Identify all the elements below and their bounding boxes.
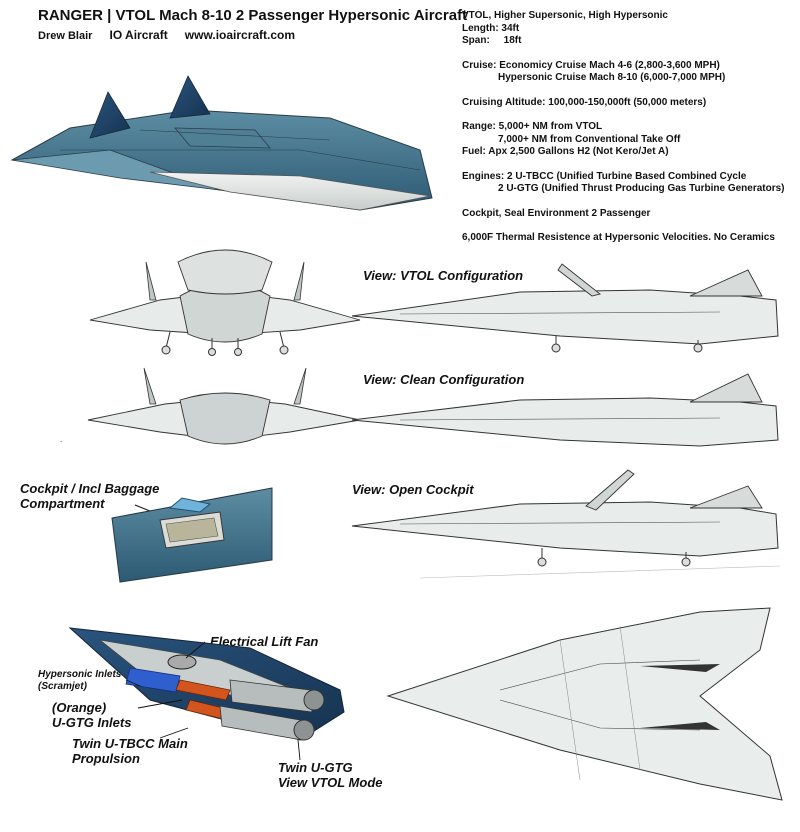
spec-line-class: VTOL, Higher Supersonic, High Hypersonic: [462, 10, 668, 21]
spec-engines-gtg: 2 U-GTG (Unified Thrust Producing Gas Tu…: [498, 183, 785, 194]
view-label-clean: View: Clean Configuration: [363, 372, 525, 387]
spec-length: Length: 34ft: [462, 22, 520, 34]
callout-cockpit: Cockpit / Incl Baggage Compartment: [20, 481, 159, 511]
view-label-vtol: View: VTOL Configuration: [363, 268, 524, 283]
spec-span: Span: 18ft: [462, 35, 522, 46]
author-name: Drew Blair: [38, 30, 93, 42]
spec-range-conventional: 7,000+ NM from Conventional Take Off: [498, 133, 681, 145]
spec-engines-tbcc: Engines: 2 U-TBCC (Unified Turbine Based…: [462, 170, 747, 182]
page-title: RANGER | VTOL Mach 8-10 2 Passenger Hype…: [38, 7, 468, 24]
callout-hypersonic-inlets: Hypersonic Inlets (Scramjet): [38, 669, 121, 693]
company-name: IO Aircraft: [109, 28, 168, 42]
callout-cockpit-line2: Compartment: [20, 496, 105, 511]
callout-twin-ugtg-line1: Twin U-GTG: [278, 760, 353, 775]
spec-cruise-hypersonic: Hypersonic Cruise Mach 8-10 (6,000-7,000…: [498, 72, 726, 83]
website-link[interactable]: www.ioaircraft.com: [184, 28, 296, 42]
spec-cockpit: Cockpit, Seal Environment 2 Passenger: [462, 207, 651, 219]
callout-ugtg-inlets-line2: U-GTG Inlets: [52, 715, 132, 730]
spec-fuel: Fuel: Apx 2,500 Gallons H2 (Not Kero/Jet…: [462, 146, 669, 157]
callout-ugtg-inlets: (Orange) U-GTG Inlets: [52, 700, 131, 730]
callout-twin-ugtg-line2: View VTOL Mode: [278, 775, 383, 790]
callout-lift-fan: Electrical Lift Fan: [210, 634, 319, 649]
spec-thermal: 6,000F Thermal Resistence at Hypersonic …: [462, 232, 775, 243]
callout-tbcc-line1: Twin U-TBCC Main: [72, 736, 188, 751]
stray-dot: .: [60, 435, 63, 444]
spec-range-vtol: Range: 5,000+ NM from VTOL: [462, 121, 603, 132]
spec-altitude: Cruising Altitude: 100,000-150,000ft (50…: [462, 96, 707, 108]
spec-sheet: VTOL, Higher Supersonic, High Hypersonic…: [462, 10, 797, 245]
byline: Drew Blair IO Aircraft www.ioaircraft.co…: [38, 28, 309, 42]
callout-tbcc: Twin U-TBCC Main Propulsion: [72, 736, 188, 766]
callout-twin-ugtg: Twin U-GTG View VTOL Mode: [278, 760, 383, 790]
callout-tbcc-line2: Propulsion: [72, 751, 140, 766]
view-label-open: View: Open Cockpit: [352, 482, 474, 497]
callout-cockpit-line1: Cockpit / Incl Baggage: [20, 481, 160, 496]
callout-ugtg-inlets-line1: (Orange): [52, 700, 107, 715]
callout-hypersonic-inlets-line2: (Scramjet): [38, 681, 87, 692]
spec-cruise-economy: Cruise: Economicy Cruise Mach 4-6 (2,800…: [462, 59, 720, 71]
callout-hypersonic-inlets-line1: Hypersonic Inlets: [38, 669, 122, 680]
